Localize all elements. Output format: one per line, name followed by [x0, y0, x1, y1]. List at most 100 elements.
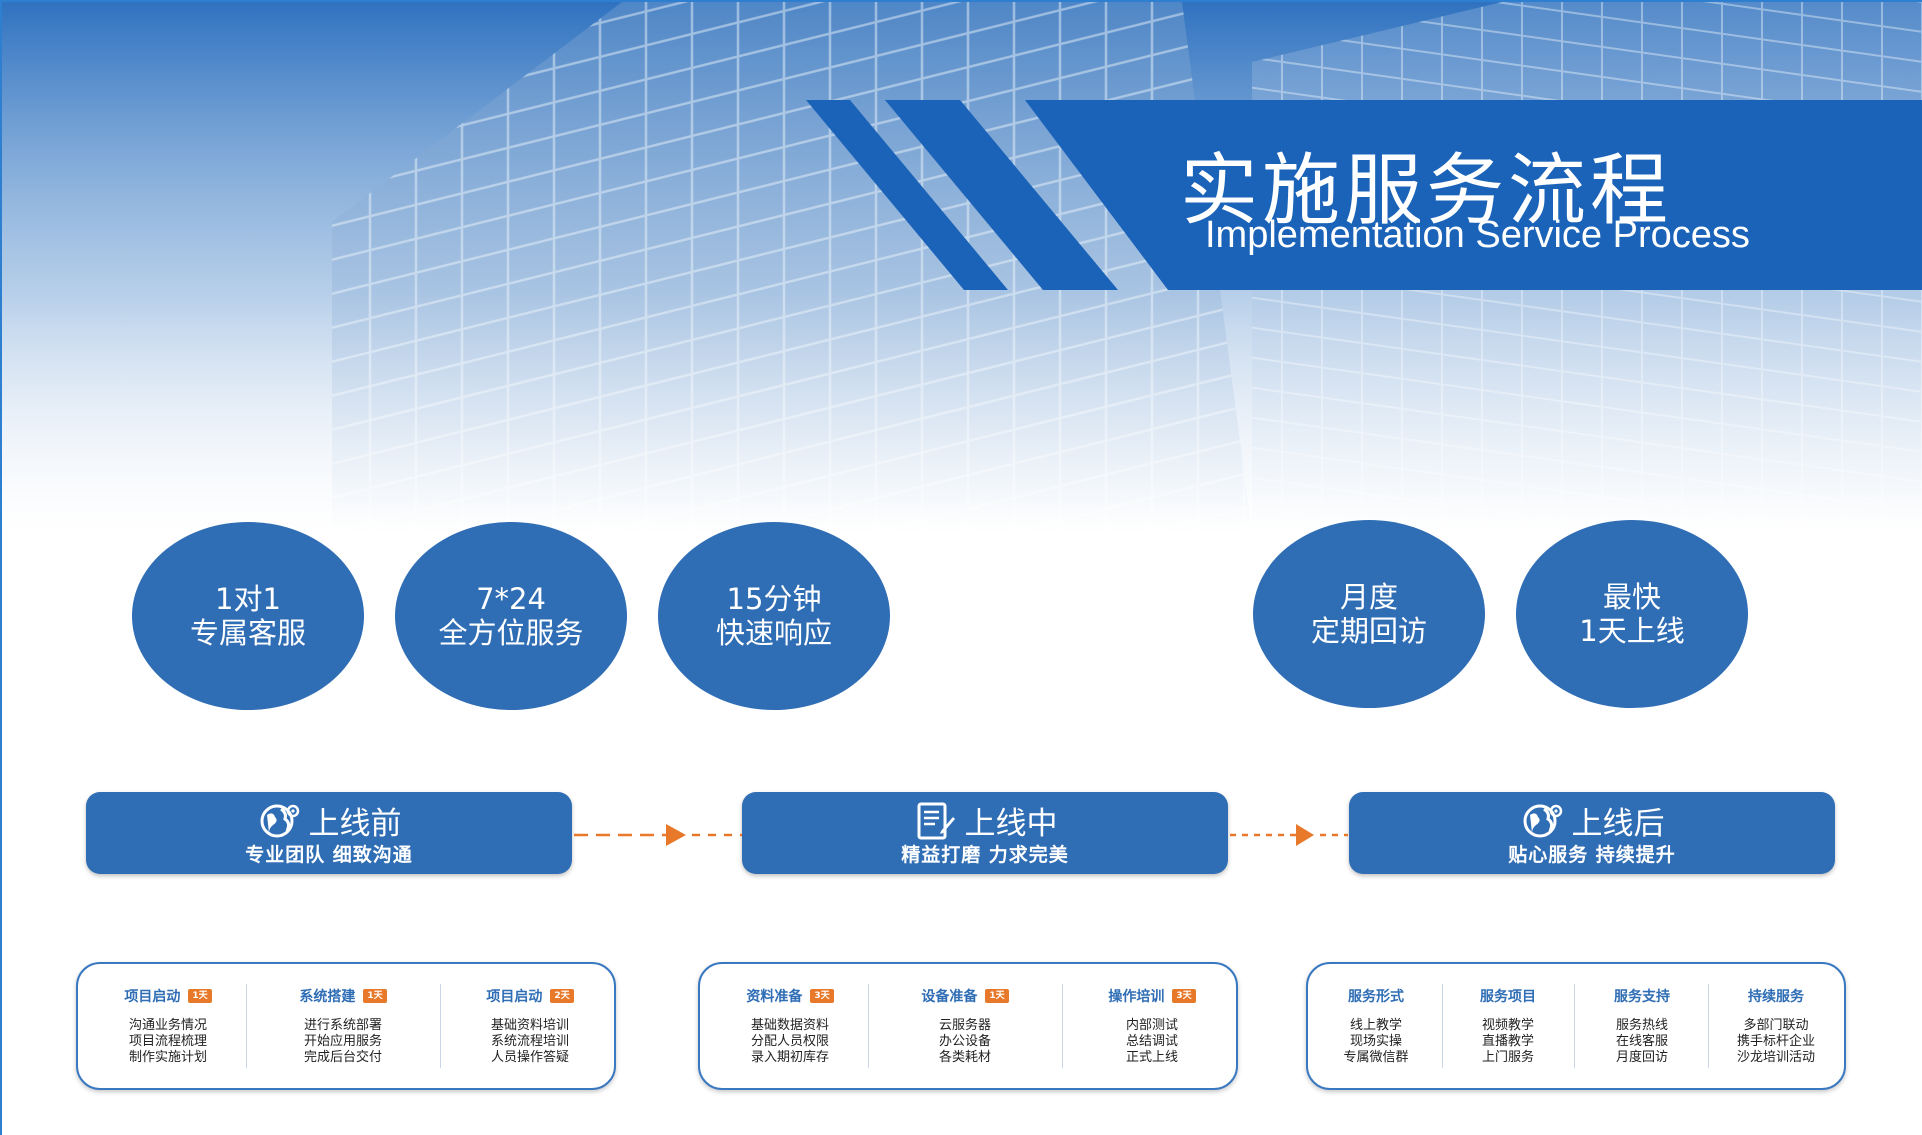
card-column: 设备准备 1天 云服务器 办公设备 各类耗材 [885, 986, 1045, 1066]
column-line: 进行系统部署 [303, 1018, 382, 1033]
column-line: 直播教学 [1481, 1034, 1534, 1049]
column-divider [1708, 984, 1709, 1068]
circle-line2: 1天上线 [1579, 614, 1685, 648]
column-title: 操作培训 [1108, 989, 1165, 1005]
column-line: 分配人员权限 [750, 1034, 829, 1049]
feature-circle-24-7: 7*24 全方位服务 [395, 522, 627, 710]
circle-line1: 1对1 [215, 582, 281, 616]
circle-line2: 快速响应 [715, 616, 832, 650]
column-line: 沟通业务情况 [128, 1018, 207, 1033]
column-divider [1442, 984, 1443, 1068]
card-column: 操作培训 3天 内部测试 总结调试 正式上线 [1072, 986, 1232, 1066]
column-line: 云服务器 [938, 1018, 991, 1033]
detail-card-before: 项目启动 1天 沟通业务情况 项目流程梳理 制作实施计划 系统搭建 1天 进行系统部… [76, 962, 616, 1090]
column-line: 携手标杆企业 [1736, 1034, 1815, 1049]
top-border [0, 0, 1922, 2]
column-line: 视频教学 [1481, 1018, 1534, 1033]
arrow-connector-1 [574, 824, 742, 846]
column-line: 各类耗材 [938, 1050, 991, 1065]
column-line: 现场实操 [1349, 1034, 1402, 1049]
circle-line1: 15分钟 [726, 582, 822, 616]
card-column: 资料准备 3天 基础数据资料 分配人员权限 录入期初库存 [710, 986, 870, 1066]
column-line: 基础数据资料 [750, 1018, 829, 1033]
document-icon [913, 801, 957, 841]
arrow-connector-2 [1230, 824, 1348, 846]
column-title: 项目启动 [124, 989, 181, 1005]
phase-subtitle: 专业团队 细致沟通 [245, 844, 413, 866]
duration-badge: 1天 [363, 989, 387, 1003]
duration-badge: 3天 [810, 989, 834, 1003]
column-title: 持续服务 [1748, 989, 1804, 1005]
column-line: 系统流程培训 [490, 1034, 569, 1049]
column-divider [868, 984, 869, 1068]
phase-subtitle: 贴心服务 持续提升 [1508, 844, 1676, 866]
column-title: 资料准备 [746, 989, 803, 1005]
column-divider [1574, 984, 1575, 1068]
detail-card-during: 资料准备 3天 基础数据资料 分配人员权限 录入期初库存 设备准备 1天 云服务器 … [698, 962, 1238, 1090]
card-column: 服务支持 服务热线 在线客服 月度回访 [1580, 986, 1704, 1066]
column-line: 项目流程梳理 [128, 1034, 207, 1049]
page-title: 实施服务流程 [1180, 146, 1673, 236]
column-divider [440, 984, 441, 1068]
column-line: 总结调试 [1125, 1034, 1178, 1049]
column-line: 上门服务 [1481, 1050, 1534, 1065]
duration-badge: 1天 [985, 989, 1009, 1003]
column-divider [246, 984, 247, 1068]
column-line: 开始应用服务 [303, 1034, 382, 1049]
column-line: 专属微信群 [1343, 1050, 1409, 1065]
globe-icon [257, 801, 301, 841]
duration-badge: 2天 [550, 989, 574, 1003]
circle-line1: 7*24 [476, 582, 546, 616]
left-border [0, 0, 2, 1135]
column-line: 制作实施计划 [128, 1050, 207, 1065]
feature-circle-response: 15分钟 快速响应 [658, 522, 890, 710]
column-title: 系统搭建 [299, 989, 356, 1005]
column-line: 基础资料培训 [490, 1018, 569, 1033]
page-subtitle: Implementation Service Process [1205, 214, 1750, 256]
phase-during-launch: 上线中 精益打磨 力求完美 [742, 792, 1228, 874]
column-line: 内部测试 [1125, 1018, 1178, 1033]
phase-title: 上线前 [308, 806, 402, 842]
column-divider [1062, 984, 1063, 1068]
circle-line2: 定期回访 [1310, 614, 1427, 648]
card-column: 服务形式 线上教学 现场实操 专属微信群 [1312, 986, 1440, 1066]
column-line: 服务热线 [1615, 1018, 1668, 1033]
circle-line1: 最快 [1602, 580, 1661, 614]
card-column: 服务项目 视频教学 直播教学 上门服务 [1446, 986, 1570, 1066]
column-title: 服务形式 [1348, 989, 1404, 1005]
card-column: 项目启动 1天 沟通业务情况 项目流程梳理 制作实施计划 [88, 986, 248, 1066]
detail-card-after: 服务形式 线上教学 现场实操 专属微信群 服务项目 视频教学 直播教学 上门服务… [1306, 962, 1846, 1090]
column-line: 录入期初库存 [750, 1050, 829, 1065]
column-title: 服务支持 [1614, 989, 1670, 1005]
phase-subtitle: 精益打磨 力求完美 [901, 844, 1069, 866]
column-line: 月度回访 [1615, 1050, 1668, 1065]
column-line: 多部门联动 [1743, 1018, 1809, 1033]
phase-after-launch: 上线后 贴心服务 持续提升 [1349, 792, 1835, 874]
column-line: 在线客服 [1615, 1034, 1668, 1049]
circle-line2: 专属客服 [189, 616, 306, 650]
column-title: 服务项目 [1480, 989, 1536, 1005]
circle-line2: 全方位服务 [438, 616, 584, 650]
phase-title: 上线中 [964, 806, 1058, 842]
feature-circle-monthly-visit: 月度 定期回访 [1253, 520, 1485, 708]
circle-line1: 月度 [1339, 580, 1398, 614]
column-title: 项目启动 [486, 989, 543, 1005]
column-line: 完成后台交付 [303, 1050, 382, 1065]
feature-circle-dedicated-service: 1对1 专属客服 [132, 522, 364, 710]
duration-badge: 3天 [1172, 989, 1196, 1003]
card-column: 系统搭建 1天 进行系统部署 开始应用服务 完成后台交付 [263, 986, 423, 1066]
feature-circle-fast-launch: 最快 1天上线 [1516, 520, 1748, 708]
duration-badge: 1天 [188, 989, 212, 1003]
card-column: 项目启动 2天 基础资料培训 系统流程培训 人员操作答疑 [450, 986, 610, 1066]
column-line: 线上教学 [1349, 1018, 1402, 1033]
phase-before-launch: 上线前 专业团队 细致沟通 [86, 792, 572, 874]
phase-title: 上线后 [1571, 806, 1665, 842]
globe-icon [1520, 801, 1564, 841]
column-title: 设备准备 [921, 989, 978, 1005]
column-line: 沙龙培训活动 [1736, 1050, 1815, 1065]
column-line: 正式上线 [1125, 1050, 1178, 1065]
column-line: 办公设备 [938, 1034, 991, 1049]
column-line: 人员操作答疑 [490, 1050, 569, 1065]
title-banner [806, 100, 1922, 290]
card-column: 持续服务 多部门联动 携手标杆企业 沙龙培训活动 [1712, 986, 1840, 1066]
